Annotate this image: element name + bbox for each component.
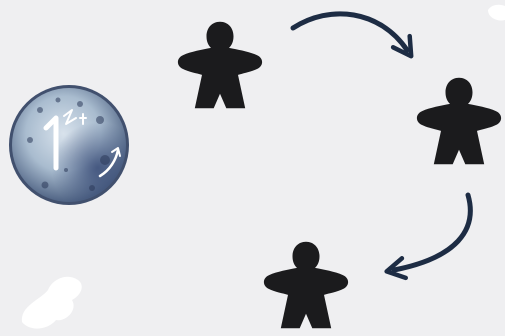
curved-arrow-top-to-right-icon: [293, 14, 407, 50]
meeple-right-icon: [417, 78, 501, 164]
first-player-token-icon: [9, 85, 129, 205]
meeple-top-icon: [178, 22, 262, 108]
meeple-bottom-icon: [264, 242, 348, 328]
curved-arrow-right-to-bottom-icon: [394, 195, 470, 270]
